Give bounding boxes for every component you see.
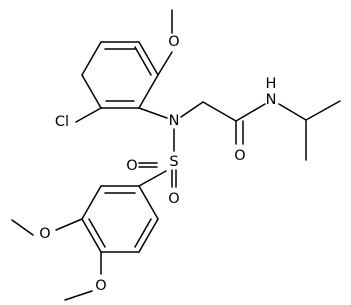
methoxy-top-group [157,9,173,76]
oxygen-methoxy-top-label: O [168,34,179,50]
nitrogen-amide-label: N [266,92,277,108]
isopropyl-group [278,100,341,161]
oxygen-methoxy-ring-3-label: O [95,278,106,294]
oxygen-carbonyl-label: O [234,148,245,164]
chloro-bond [75,107,102,123]
hydrogen-amide-label: H [266,76,277,92]
oxygen-methoxy-ring-4-label: O [39,226,50,242]
dimethoxyphenyl-ring [81,185,159,253]
sulfur-aryl-bond [138,170,167,187]
methoxy-ring-4-group [11,218,83,236]
sulfonyl-group [138,128,177,188]
chlorine-atom-label: Cl [55,114,69,130]
methoxy-ring-3-group [64,251,102,301]
aryl-nitrogen-bond [138,107,168,119]
sulfur-atom-label: S [169,154,178,170]
oxygen-sulfonyl-right-label: O [168,191,179,207]
acetamide-chain [180,101,266,145]
oxygen-sulfonyl-left-label: O [126,158,137,174]
chloromethoxyphenyl-ring [81,41,159,109]
nitrogen-sulfonamide-label: N [169,113,180,129]
